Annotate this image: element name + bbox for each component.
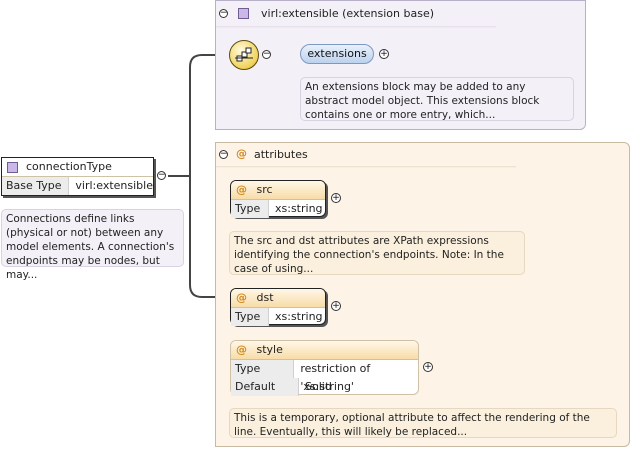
collapse-sequence-toggle[interactable]: − [262, 49, 271, 59]
attribute-style-header: @ style [231, 341, 418, 360]
attribute-style-default-row: Default Solid [231, 378, 418, 396]
base-type-value: virl:extensible [75, 179, 153, 192]
attribute-src-box[interactable]: @ src Type xs:string [230, 180, 326, 218]
sequence-glyph-icon [235, 47, 253, 62]
extensions-annotation: An extensions block may be added to any … [300, 77, 574, 121]
base-type-label: Base Type [2, 177, 70, 195]
connection-type-header: connectionType [2, 158, 153, 177]
attribute-icon: @ [236, 183, 247, 196]
base-type-row: Base Type virl:extensible [2, 177, 153, 195]
extension-base-divider [216, 26, 496, 28]
complex-type-icon [7, 161, 18, 173]
src-annotation: The src and dst attributes are XPath exp… [229, 231, 525, 275]
style-annotation: This is a temporary, optional attribute … [229, 408, 617, 438]
complex-type-icon [238, 8, 249, 19]
attribute-dst-name: dst [256, 291, 274, 304]
attribute-style-type-row: Type restriction of 'xs:string' [231, 360, 418, 393]
attribute-src-type-label: Type [231, 200, 269, 218]
collapse-attributes-toggle[interactable]: − [219, 149, 228, 159]
attributes-title: attributes [254, 148, 308, 161]
attributes-divider [216, 166, 516, 168]
attribute-src-type-row: Type xs:string [231, 200, 325, 218]
connection-type-box[interactable]: connectionType Base Type virl:extensible [1, 157, 154, 196]
attribute-src-header: @ src [231, 181, 325, 200]
attribute-dst-type-row: Type xs:string [231, 308, 325, 326]
attribute-icon: @ [236, 147, 247, 160]
extensions-element[interactable]: extensions [300, 44, 374, 64]
connection-type-name: connectionType [26, 160, 112, 173]
expand-dst-button[interactable]: + [331, 301, 341, 311]
attribute-dst-type-value: xs:string [275, 310, 323, 323]
extension-base-title: virl:extensible (extension base) [261, 7, 435, 20]
collapse-extension-base-toggle[interactable]: − [219, 8, 228, 18]
attribute-style-type-label: Type [231, 360, 295, 378]
attribute-dst-type-label: Type [231, 308, 269, 326]
attribute-style-default-value: Solid [305, 380, 332, 393]
attribute-style-type-value: restriction of 'xs:string' [300, 362, 371, 393]
attribute-icon: @ [236, 343, 247, 356]
attribute-style-box: @ style Type restriction of 'xs:string' … [230, 340, 419, 396]
attribute-src-name: src [256, 183, 273, 196]
connection-type-annotation: Connections define links (physical or no… [1, 209, 184, 281]
attribute-style-default-label: Default [231, 378, 299, 396]
expand-src-button[interactable]: + [331, 193, 341, 203]
attribute-icon: @ [236, 291, 247, 304]
expand-style-button[interactable]: + [423, 362, 433, 372]
collapse-connection-type-toggle[interactable]: − [157, 170, 166, 180]
attribute-dst-header: @ dst [231, 289, 325, 308]
expand-extensions-button[interactable]: + [379, 49, 389, 59]
attribute-style-name: style [256, 343, 283, 356]
attribute-dst-box[interactable]: @ dst Type xs:string [230, 288, 326, 326]
attribute-src-type-value: xs:string [275, 202, 323, 215]
